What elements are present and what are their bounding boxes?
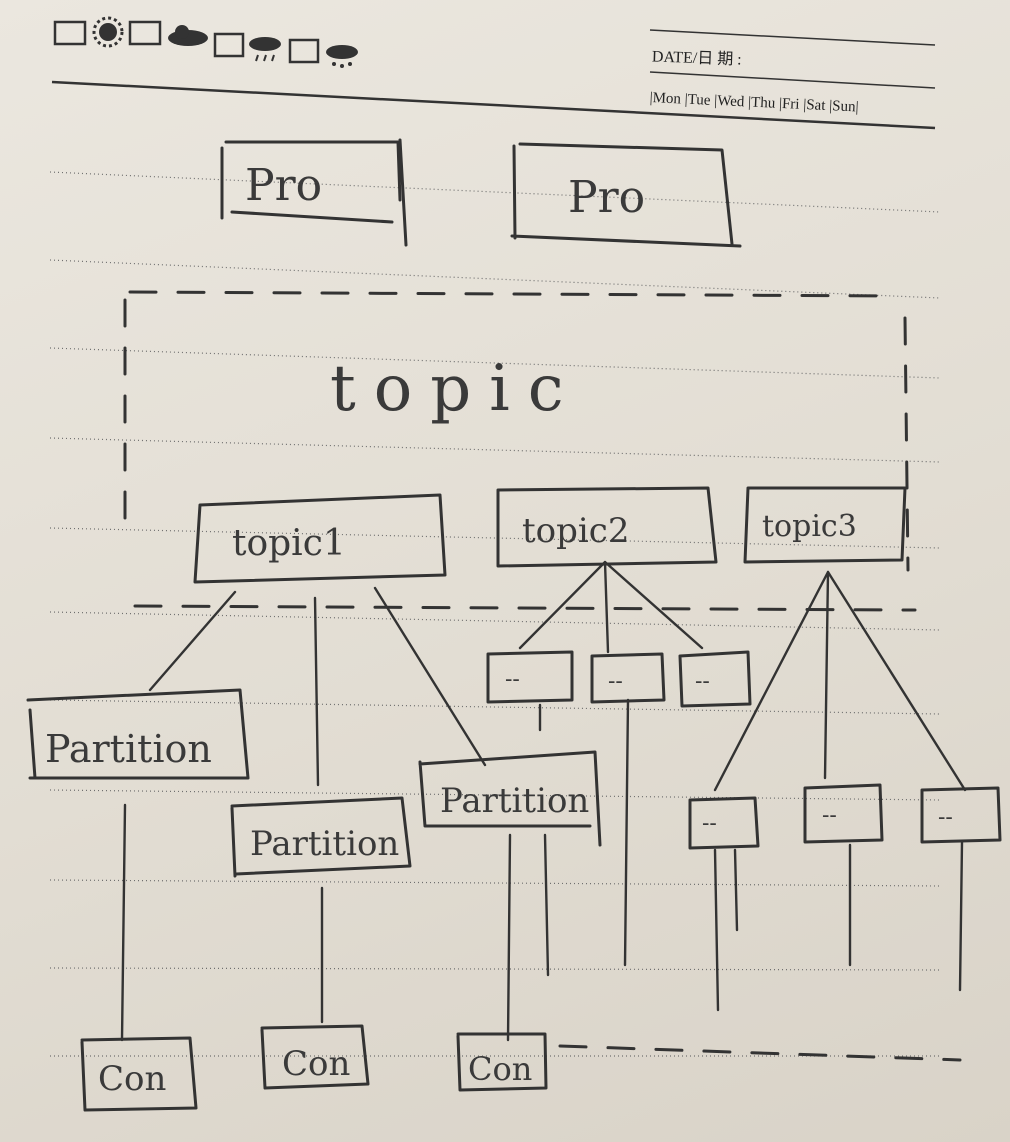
small-partition-1: --	[486, 650, 574, 704]
topic-group-label: topic	[330, 352, 582, 426]
topic-label: topic1	[232, 523, 346, 564]
downstream-links	[120, 698, 964, 1042]
topic-box-1: topic1	[193, 493, 447, 584]
svg-text:--: --	[702, 811, 717, 836]
topic-label: topic2	[522, 511, 629, 551]
date-line	[649, 71, 936, 89]
topic3-links	[713, 570, 967, 792]
snow-icon	[326, 45, 358, 68]
partition-box-2: Partition	[230, 796, 412, 878]
date-line	[649, 29, 936, 46]
producer-label: Pro	[568, 172, 645, 223]
weather-checkbox	[213, 32, 245, 58]
consumer-label: Con	[468, 1050, 532, 1088]
partition-label: Partition	[45, 727, 212, 771]
header-rule	[51, 80, 936, 130]
partition-label: Partition	[440, 781, 589, 821]
producer-label: Pro	[245, 160, 322, 211]
weather-checkbox	[288, 38, 320, 64]
svg-text:--: --	[938, 805, 953, 830]
bottom-dashed-line	[558, 1044, 962, 1062]
consumer-box-2: Con	[260, 1024, 370, 1090]
partition-box-1: Partition	[26, 688, 250, 780]
rain-icon	[249, 37, 281, 62]
svg-text:--: --	[695, 669, 710, 694]
topic1-links	[148, 586, 487, 787]
sun-icon	[92, 16, 124, 48]
weather-checkbox	[128, 20, 162, 46]
small-partition-3: --	[678, 650, 752, 708]
weather-checkbox	[53, 20, 87, 46]
svg-text:--: --	[608, 669, 623, 694]
small-partition-4: --	[688, 796, 760, 850]
partition-label: Partition	[250, 824, 399, 864]
consumer-box-3: Con	[456, 1032, 548, 1092]
topic2-links	[518, 560, 704, 654]
page-header	[51, 16, 936, 130]
cloud-icon	[168, 25, 208, 46]
topic-box-3: topic3	[743, 486, 907, 564]
consumer-box-1: Con	[80, 1036, 198, 1112]
topic-label: topic3	[762, 509, 857, 544]
topic-box-2: topic2	[496, 486, 718, 568]
consumer-label: Con	[282, 1044, 350, 1084]
small-partition-5: --	[803, 783, 884, 844]
svg-text:--: --	[505, 667, 520, 692]
consumer-label: Con	[98, 1059, 166, 1099]
small-partition-6: --	[920, 786, 1002, 844]
svg-text:--: --	[822, 803, 837, 828]
small-partition-2: --	[590, 652, 666, 704]
producer-box-1: Pro	[220, 138, 408, 247]
partition-box-3: Partition	[418, 750, 602, 847]
producer-box-2: Pro	[510, 142, 742, 248]
topic-group-box: topic	[123, 290, 917, 612]
